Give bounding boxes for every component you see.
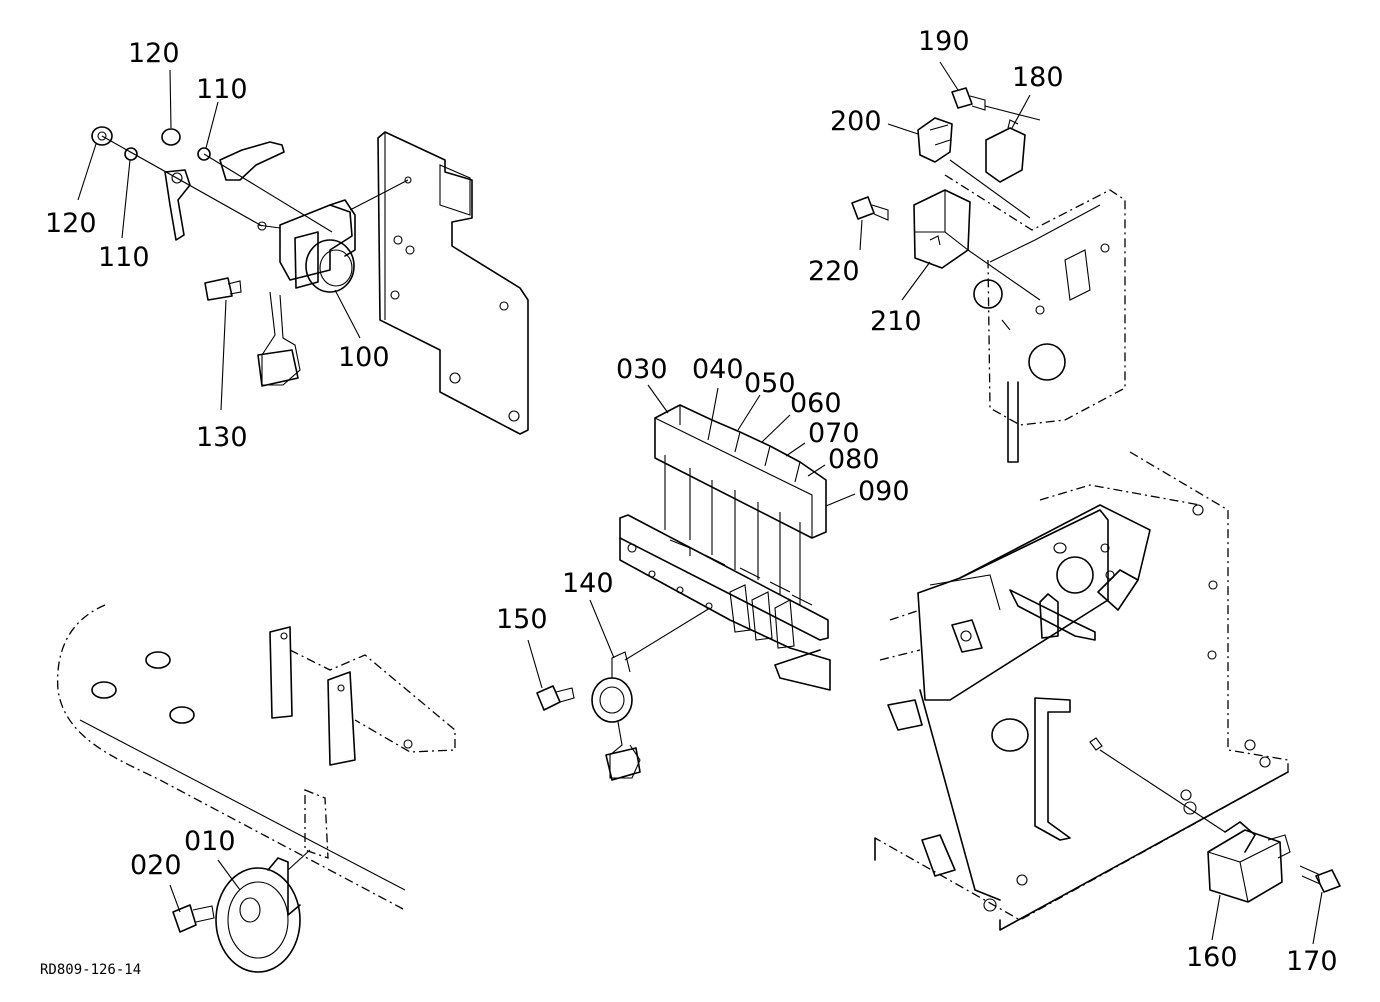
- callout-120-bottom: 120: [45, 208, 97, 239]
- callout-180: 180: [1012, 62, 1064, 93]
- leader-lines: [77, 61, 1323, 945]
- relay-180: [985, 119, 1026, 183]
- callout-050: 050: [744, 368, 796, 399]
- callout-100: 100: [338, 342, 390, 373]
- callout-190: 190: [918, 26, 970, 57]
- relay-block: [654, 404, 827, 649]
- bolt-170: [1299, 865, 1341, 893]
- callout-labels: 120 110 120 110 100 130 190 180 200 220 …: [45, 26, 1338, 977]
- relay-bolt-130: [204, 277, 242, 301]
- bolt-150: [536, 685, 575, 711]
- callout-120-top: 120: [128, 38, 180, 69]
- starter-relay: [257, 199, 356, 387]
- relay-leader-lines: [949, 105, 1041, 301]
- callout-060: 060: [790, 388, 842, 419]
- relay-210: [913, 189, 971, 269]
- callout-130: 130: [196, 422, 248, 453]
- callout-160: 160: [1186, 942, 1238, 973]
- relay-200: [917, 117, 953, 163]
- callout-170: 170: [1286, 946, 1338, 977]
- callout-150: 150: [496, 604, 548, 635]
- callout-080: 080: [828, 444, 880, 475]
- callout-200: 200: [830, 106, 882, 137]
- callout-110-bottom: 110: [98, 242, 150, 273]
- relay-mount-panel: [944, 174, 1126, 463]
- callout-110-top: 110: [196, 74, 248, 105]
- callout-090: 090: [858, 476, 910, 507]
- sensor-140: [591, 607, 711, 781]
- relay-bracket-plate: [377, 131, 529, 435]
- floor-plate: [56, 604, 456, 911]
- callout-010: 010: [184, 826, 236, 857]
- callout-140: 140: [562, 568, 614, 599]
- callout-210: 210: [870, 306, 922, 337]
- callout-030: 030: [616, 354, 668, 385]
- relay-nuts-and-washers: [91, 126, 409, 241]
- diagram-reference-code: RD809-126-14: [40, 962, 141, 978]
- bolt-190: [951, 87, 986, 111]
- relay-bracket-rail: [619, 514, 831, 691]
- main-frame: [874, 451, 1289, 931]
- bolt-020: [172, 904, 215, 933]
- controller-160: [1207, 821, 1291, 903]
- callout-040: 040: [692, 354, 744, 385]
- callout-220: 220: [808, 256, 860, 287]
- horn-010: [215, 849, 311, 973]
- callout-020: 020: [130, 850, 182, 881]
- callout-070: 070: [808, 418, 860, 449]
- bolt-220: [851, 196, 889, 221]
